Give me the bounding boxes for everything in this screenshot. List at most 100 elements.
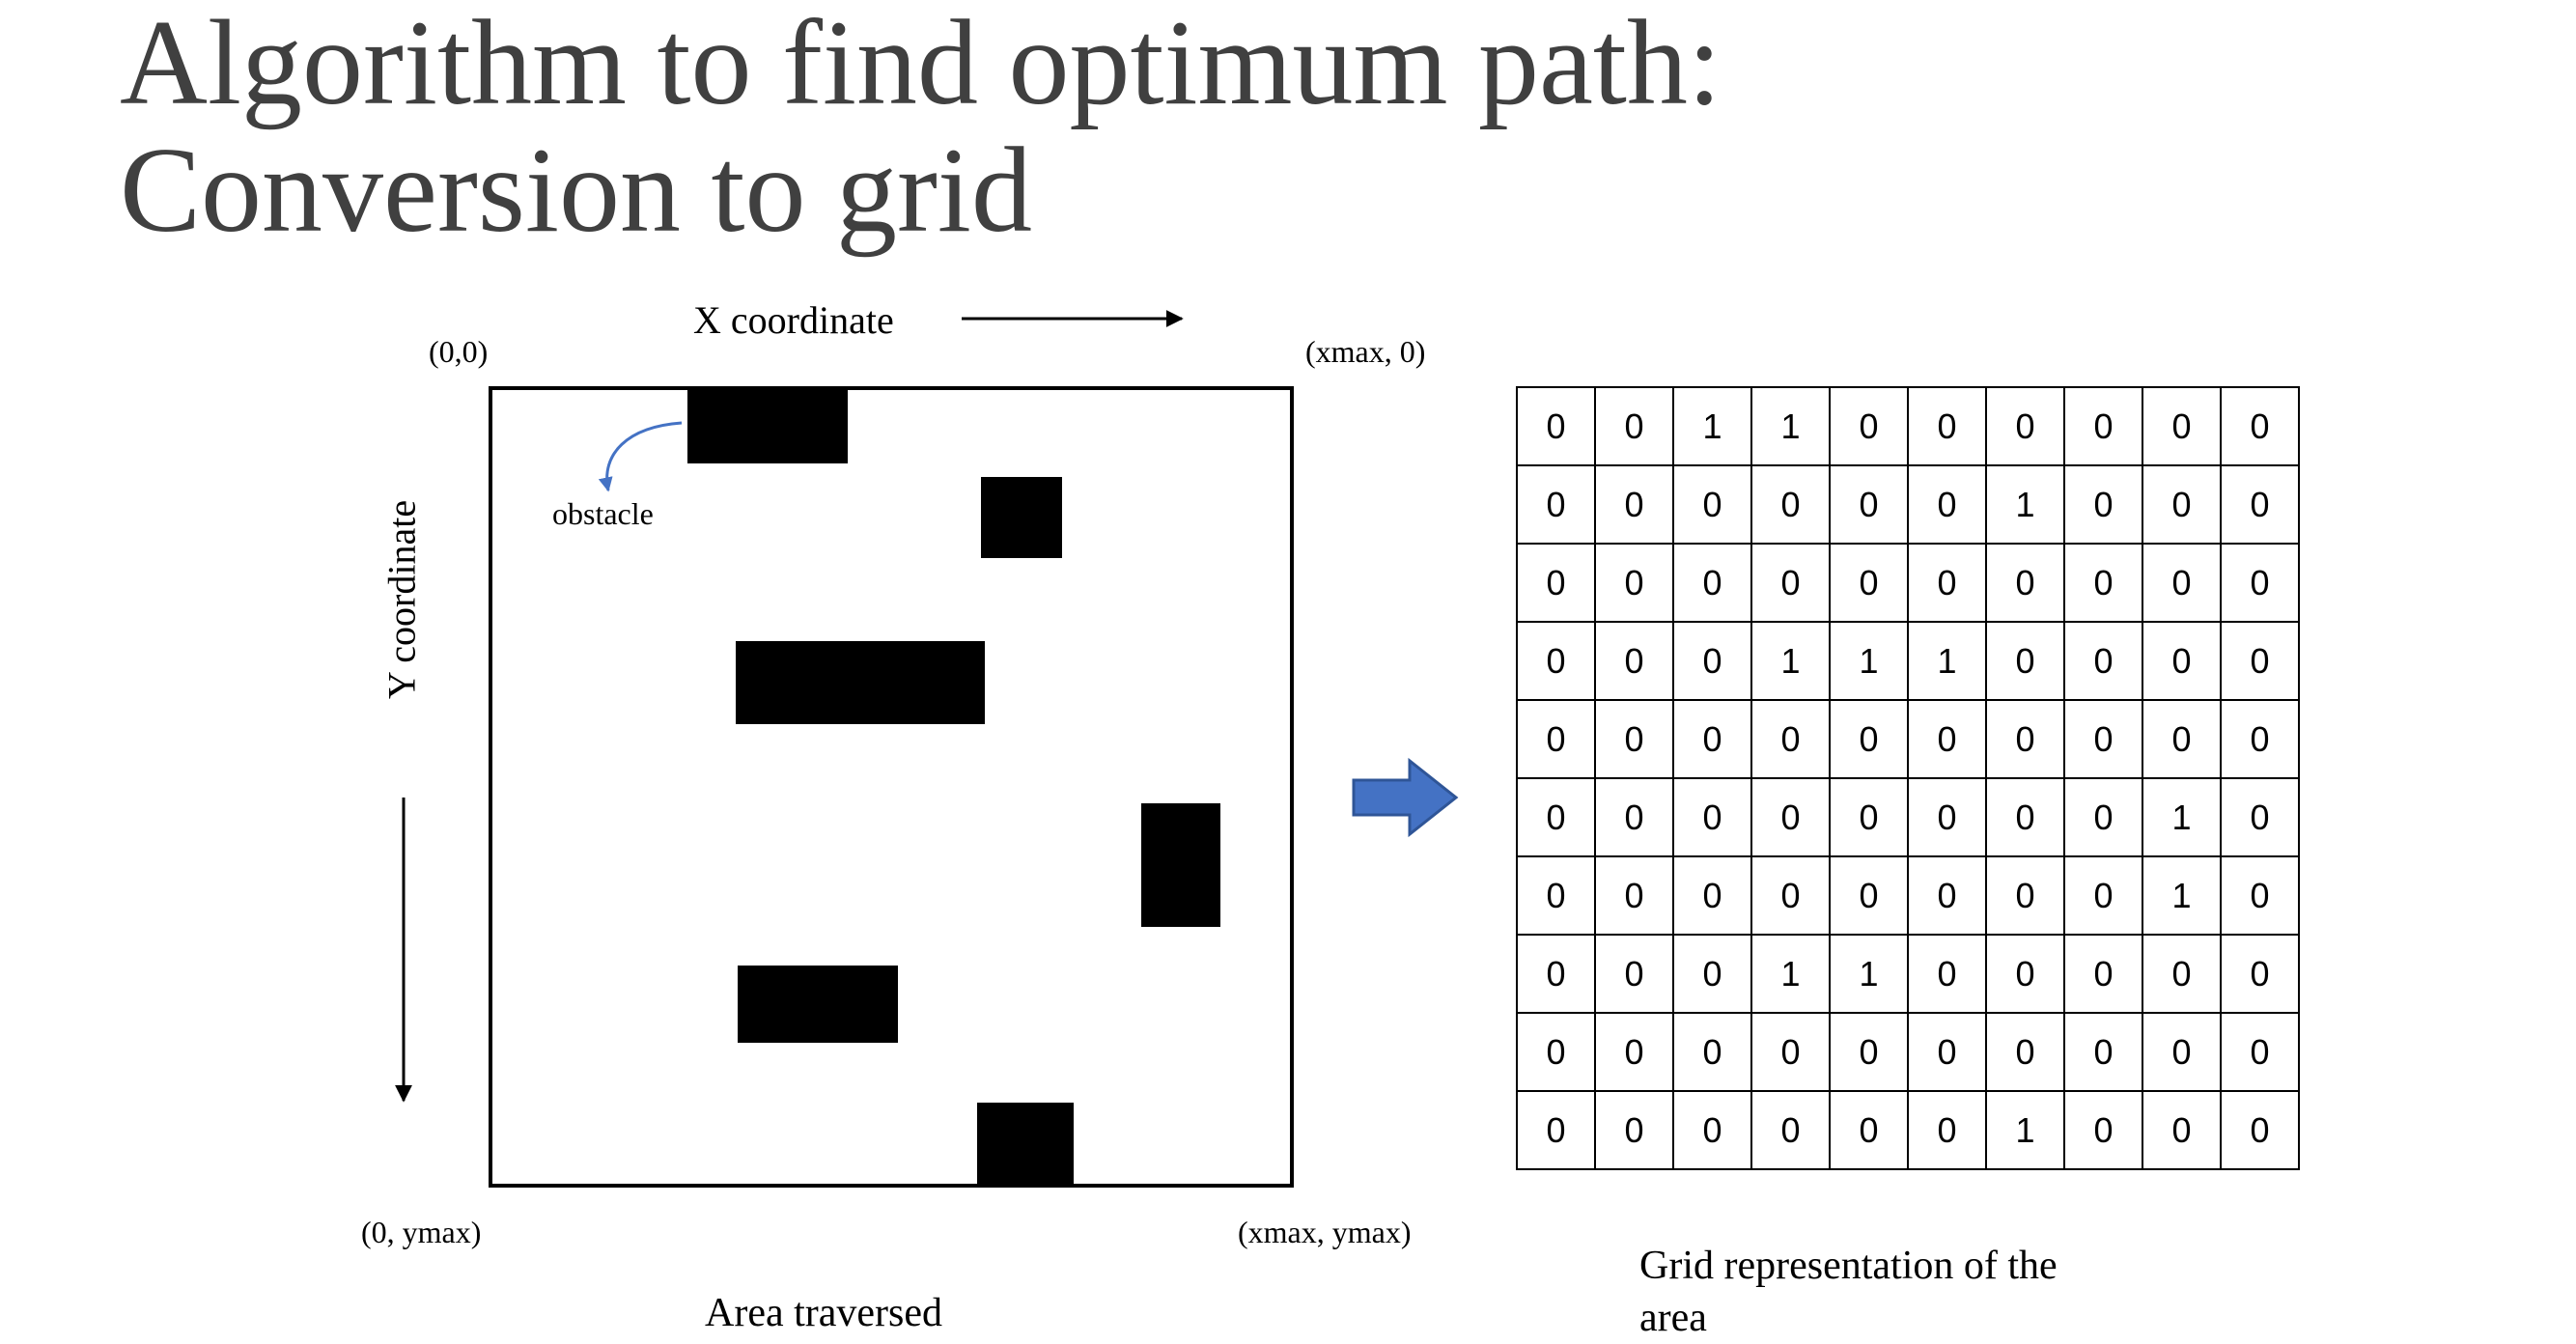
- grid-cell: 0: [2220, 699, 2300, 779]
- area-traversed-box: obstacle: [489, 386, 1294, 1188]
- grid-cell: 0: [1750, 855, 1831, 936]
- grid-cell: 0: [2220, 464, 2300, 545]
- grid-cell: 0: [1516, 855, 1596, 936]
- grid-cell: 0: [1750, 1012, 1831, 1092]
- obstacle-label: obstacle: [552, 496, 654, 531]
- title-line-1: Algorithm to find optimum path:: [120, 0, 1722, 130]
- obstacle: [981, 477, 1062, 558]
- grid-cell: 0: [1907, 1012, 1987, 1092]
- grid-cell: 0: [1594, 777, 1674, 857]
- grid-cell: 0: [1672, 543, 1752, 623]
- grid-cell: 1: [1985, 464, 2065, 545]
- grid-cell: 0: [1829, 543, 1909, 623]
- grid-cell: 0: [1829, 699, 1909, 779]
- grid-cell: 0: [2142, 1090, 2222, 1170]
- grid-cell: 0: [1907, 1090, 1987, 1170]
- grid-cell: 0: [1985, 855, 2065, 936]
- grid-cell: 0: [1516, 464, 1596, 545]
- grid-cell: 0: [1594, 1012, 1674, 1092]
- grid-cell: 0: [1672, 855, 1752, 936]
- grid-cell: 0: [2142, 934, 2222, 1014]
- grid-cell: 1: [2142, 855, 2222, 936]
- grid-cell: 0: [1985, 386, 2065, 466]
- grid-cell: 0: [2063, 386, 2143, 466]
- right-arrow-icon: [1352, 757, 1459, 838]
- grid-cell: 0: [1907, 543, 1987, 623]
- grid-cell: 0: [1985, 1012, 2065, 1092]
- grid-cell: 0: [1516, 934, 1596, 1014]
- grid-cell: 1: [1907, 621, 1987, 701]
- corner-top-right-label: (xmax, 0): [1305, 334, 1426, 369]
- grid-cell: 1: [1829, 621, 1909, 701]
- area-caption: Area traversed: [705, 1291, 943, 1335]
- grid-cell: 0: [1985, 699, 2065, 779]
- grid-cell: 0: [1907, 777, 1987, 857]
- grid-cell: 0: [1829, 855, 1909, 936]
- grid-cell: 0: [1672, 1012, 1752, 1092]
- grid-cell: 1: [1829, 934, 1909, 1014]
- grid-cell: 0: [2063, 1012, 2143, 1092]
- grid-cell: 0: [1829, 1012, 1909, 1092]
- grid-cell: 0: [1985, 934, 2065, 1014]
- grid-cell: 0: [1594, 934, 1674, 1014]
- corner-bottom-right-label: (xmax, ymax): [1238, 1215, 1412, 1249]
- grid-cell: 0: [2142, 699, 2222, 779]
- grid-cell: 1: [2142, 777, 2222, 857]
- grid-cell: 0: [1985, 543, 2065, 623]
- grid-cell: 0: [1516, 1012, 1596, 1092]
- grid-cell: 0: [1516, 777, 1596, 857]
- grid-cell: 0: [2220, 934, 2300, 1014]
- grid-cell: 0: [1907, 386, 1987, 466]
- grid-cell: 0: [1516, 699, 1596, 779]
- grid-cell: 0: [1829, 777, 1909, 857]
- obstacle: [1141, 803, 1220, 927]
- grid-cell: 0: [1907, 934, 1987, 1014]
- corner-top-left-label: (0,0): [429, 334, 489, 369]
- grid-cell: 0: [2142, 386, 2222, 466]
- grid-cell: 0: [2220, 386, 2300, 466]
- grid-cell: 0: [1907, 464, 1987, 545]
- grid-cell: 0: [1750, 777, 1831, 857]
- obstacle: [736, 641, 985, 724]
- grid-cell: 0: [1829, 1090, 1909, 1170]
- grid-cell: 0: [2063, 1090, 2143, 1170]
- grid-cell: 0: [2220, 1012, 2300, 1092]
- obstacle-pointer-arrow: [598, 421, 683, 492]
- grid-cell: 0: [1516, 543, 1596, 623]
- grid-cell: 0: [2142, 543, 2222, 623]
- grid-cell: 0: [2220, 777, 2300, 857]
- slide-title: Algorithm to find optimum path: Conversi…: [120, 0, 1722, 255]
- grid-cell: 0: [2220, 855, 2300, 936]
- grid-cell: 0: [1594, 464, 1674, 545]
- grid-cell: 0: [1516, 621, 1596, 701]
- grid-cell: 0: [1594, 621, 1674, 701]
- grid-cell: 0: [1907, 855, 1987, 936]
- x-axis-label: X coordinate: [693, 298, 894, 342]
- grid-cell: 1: [1672, 386, 1752, 466]
- grid-cell: 1: [1985, 1090, 2065, 1170]
- grid-cell: 0: [1750, 699, 1831, 779]
- grid-cell: 0: [2063, 621, 2143, 701]
- grid-cell: 1: [1750, 934, 1831, 1014]
- grid-cell: 0: [2142, 464, 2222, 545]
- grid-cell: 1: [1750, 386, 1831, 466]
- grid-cell: 0: [1750, 464, 1831, 545]
- grid-cell: 0: [2063, 934, 2143, 1014]
- grid-cell: 0: [1672, 464, 1752, 545]
- grid-cell: 0: [1750, 1090, 1831, 1170]
- grid-cell: 0: [1985, 777, 2065, 857]
- obstacle: [687, 390, 848, 463]
- grid-cell: 0: [1516, 386, 1596, 466]
- grid-cell: 0: [1594, 543, 1674, 623]
- grid-cell: 0: [1829, 464, 1909, 545]
- grid-cell: 0: [1672, 699, 1752, 779]
- obstacle: [977, 1103, 1074, 1188]
- grid-cell: 0: [2220, 621, 2300, 701]
